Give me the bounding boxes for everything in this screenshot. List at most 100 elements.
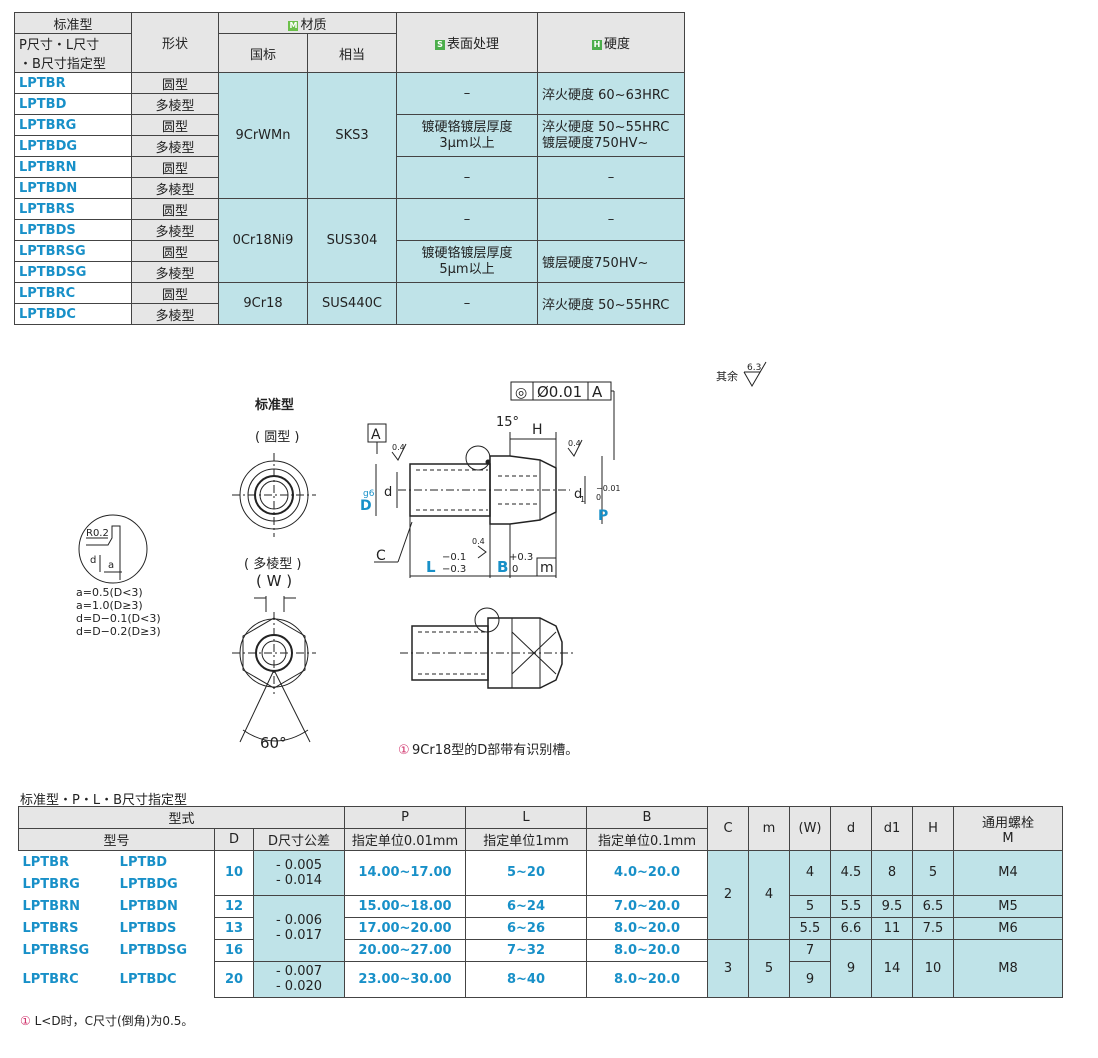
header-H: H [912,806,954,851]
cell-d1: 9.5 [871,894,913,918]
dim-B-dn: 0 [512,564,518,575]
table-row-code: LPTBRN [14,156,132,178]
technical-drawing: 其余 6.3 标准型 ( 圆型 ) R0.2 d a a=0.5(D<3) [76,361,767,758]
dim-L-up: −0.1 [442,552,466,563]
detail-a: a [108,560,114,571]
side-view: ◎ Ø0.01 A A D g6 d d [360,381,621,578]
header-P-unit: 指定单位0.01mm [344,828,466,851]
cell-M: M5 [953,894,1063,918]
mat-eq-cell: SUS440C [307,282,397,325]
dim-P: P [598,508,608,524]
surface-cell: – [396,156,538,199]
cell-P: 17.00~20.00 [344,916,466,940]
detail-note-4: d=D−0.2(D≥3) [76,625,161,638]
polygon-end-view [232,596,316,743]
model-left: LPTBRN [18,895,116,917]
dim-d1-sub: 1 [580,495,585,504]
model-right: LPTBD [115,850,215,873]
cell-W: 9 [789,960,831,998]
header-W: (W) [789,806,831,851]
cell-W: 5.5 [789,916,831,940]
table-row-shape: 圆型 [131,198,219,220]
cell-B: 4.0~20.0 [586,850,708,896]
header-C: C [707,806,749,851]
cell-W: 7 [789,938,831,962]
table-row-code: LPTBDS [14,219,132,241]
model-left: LPTBRS [18,917,116,939]
table-row-code: LPTBRSG [14,240,132,262]
table-row-shape: 多棱型 [131,303,219,325]
dim-C: C [376,548,386,564]
model-left: LPTBRC [18,961,116,997]
header-d1: d1 [871,806,913,851]
surface-tag-icon: S [434,40,445,50]
cell-M: M8 [953,938,1063,998]
cell-D-tol: - 0.005 - 0.014 [253,850,345,896]
note-icon: ① [20,1014,31,1028]
dim-D-g6: g6 [363,489,375,499]
surface-cell: 镀硬铬镀层厚度 5μm以上 [396,240,538,283]
table-row-shape: 圆型 [131,282,219,304]
table-row-code: LPTBDG [14,135,132,157]
cell-D: 16 [214,938,254,962]
cell-H: 5 [912,850,954,896]
dim-D: D [360,498,372,514]
cell-B: 8.0~20.0 [586,916,708,940]
cell-L: 7~32 [465,938,587,962]
cell-D: 20 [214,960,254,998]
model-right: LPTBDN [115,895,215,917]
rough-04-right: 0.4 [568,439,581,448]
cell-H: 7.5 [912,916,954,940]
datum-a: A [371,427,381,443]
header-model: 型号 [18,828,215,851]
std-title: 标准型 [254,397,294,413]
header-equiv: 相当 [307,33,397,73]
table-row-shape: 多棱型 [131,93,219,115]
cell-d: 5.5 [830,894,872,918]
angle-label: 60° [260,734,287,752]
mat-gb-cell: 0Cr18Ni9 [218,198,308,283]
table-row-shape: 多棱型 [131,261,219,283]
header-D-tol: D尺寸公差 [253,828,345,851]
table-row-shape: 多棱型 [131,219,219,241]
rough-04-left: 0.4 [392,443,405,452]
detail-r: R0.2 [86,528,109,539]
hardness-cell: 淬火硬度 60~63HRC [537,72,685,115]
dim-m: m [540,560,554,576]
hardness-cell: – [537,198,685,241]
table-row-shape: 圆型 [131,114,219,136]
model-right: LPTBDC [115,961,215,997]
table-row-code: LPTBDN [14,177,132,199]
cell-m: 4 [748,850,790,940]
header-custom: P尺寸・L尺寸 ・B尺寸指定型 [14,33,132,73]
cell-B: 8.0~20.0 [586,938,708,962]
table-row-code: LPTBRS [14,198,132,220]
cell-B: 8.0~20.0 [586,960,708,998]
cell-P: 20.00~27.00 [344,938,466,962]
round-end-view [232,453,316,537]
header-L-unit: 指定单位1mm [465,828,587,851]
detail-note-3: d=D−0.1(D<3) [76,612,161,625]
note-9cr18: 9Cr18型的D部带有识别槽。 [412,742,578,758]
rough-04-bottom: 0.4 [472,537,485,546]
cell-M: M6 [953,916,1063,940]
header-L: L [465,806,587,829]
model-left: LPTBRG [18,873,116,895]
header-B-unit: 指定单位0.1mm [586,828,708,851]
cell-B: 7.0~20.0 [586,894,708,918]
cell-d: 6.6 [830,916,872,940]
model-right: LPTBDSG [115,939,215,961]
cell-L: 6~24 [465,894,587,918]
table-row-code: LPTBRC [14,282,132,304]
cell-D-tol: - 0.006 - 0.017 [253,894,345,962]
header-D: D [214,828,254,851]
dim-P-up: 0 [596,493,601,502]
footnote-text: L<D时，C尺寸(倒角)为0.5。 [34,1014,194,1028]
header-d: d [830,806,872,851]
cell-C: 2 [707,850,749,940]
header-B: B [586,806,708,829]
chamfer-detail: R0.2 d a [78,514,148,584]
header-standard: 标准型 [14,12,132,34]
